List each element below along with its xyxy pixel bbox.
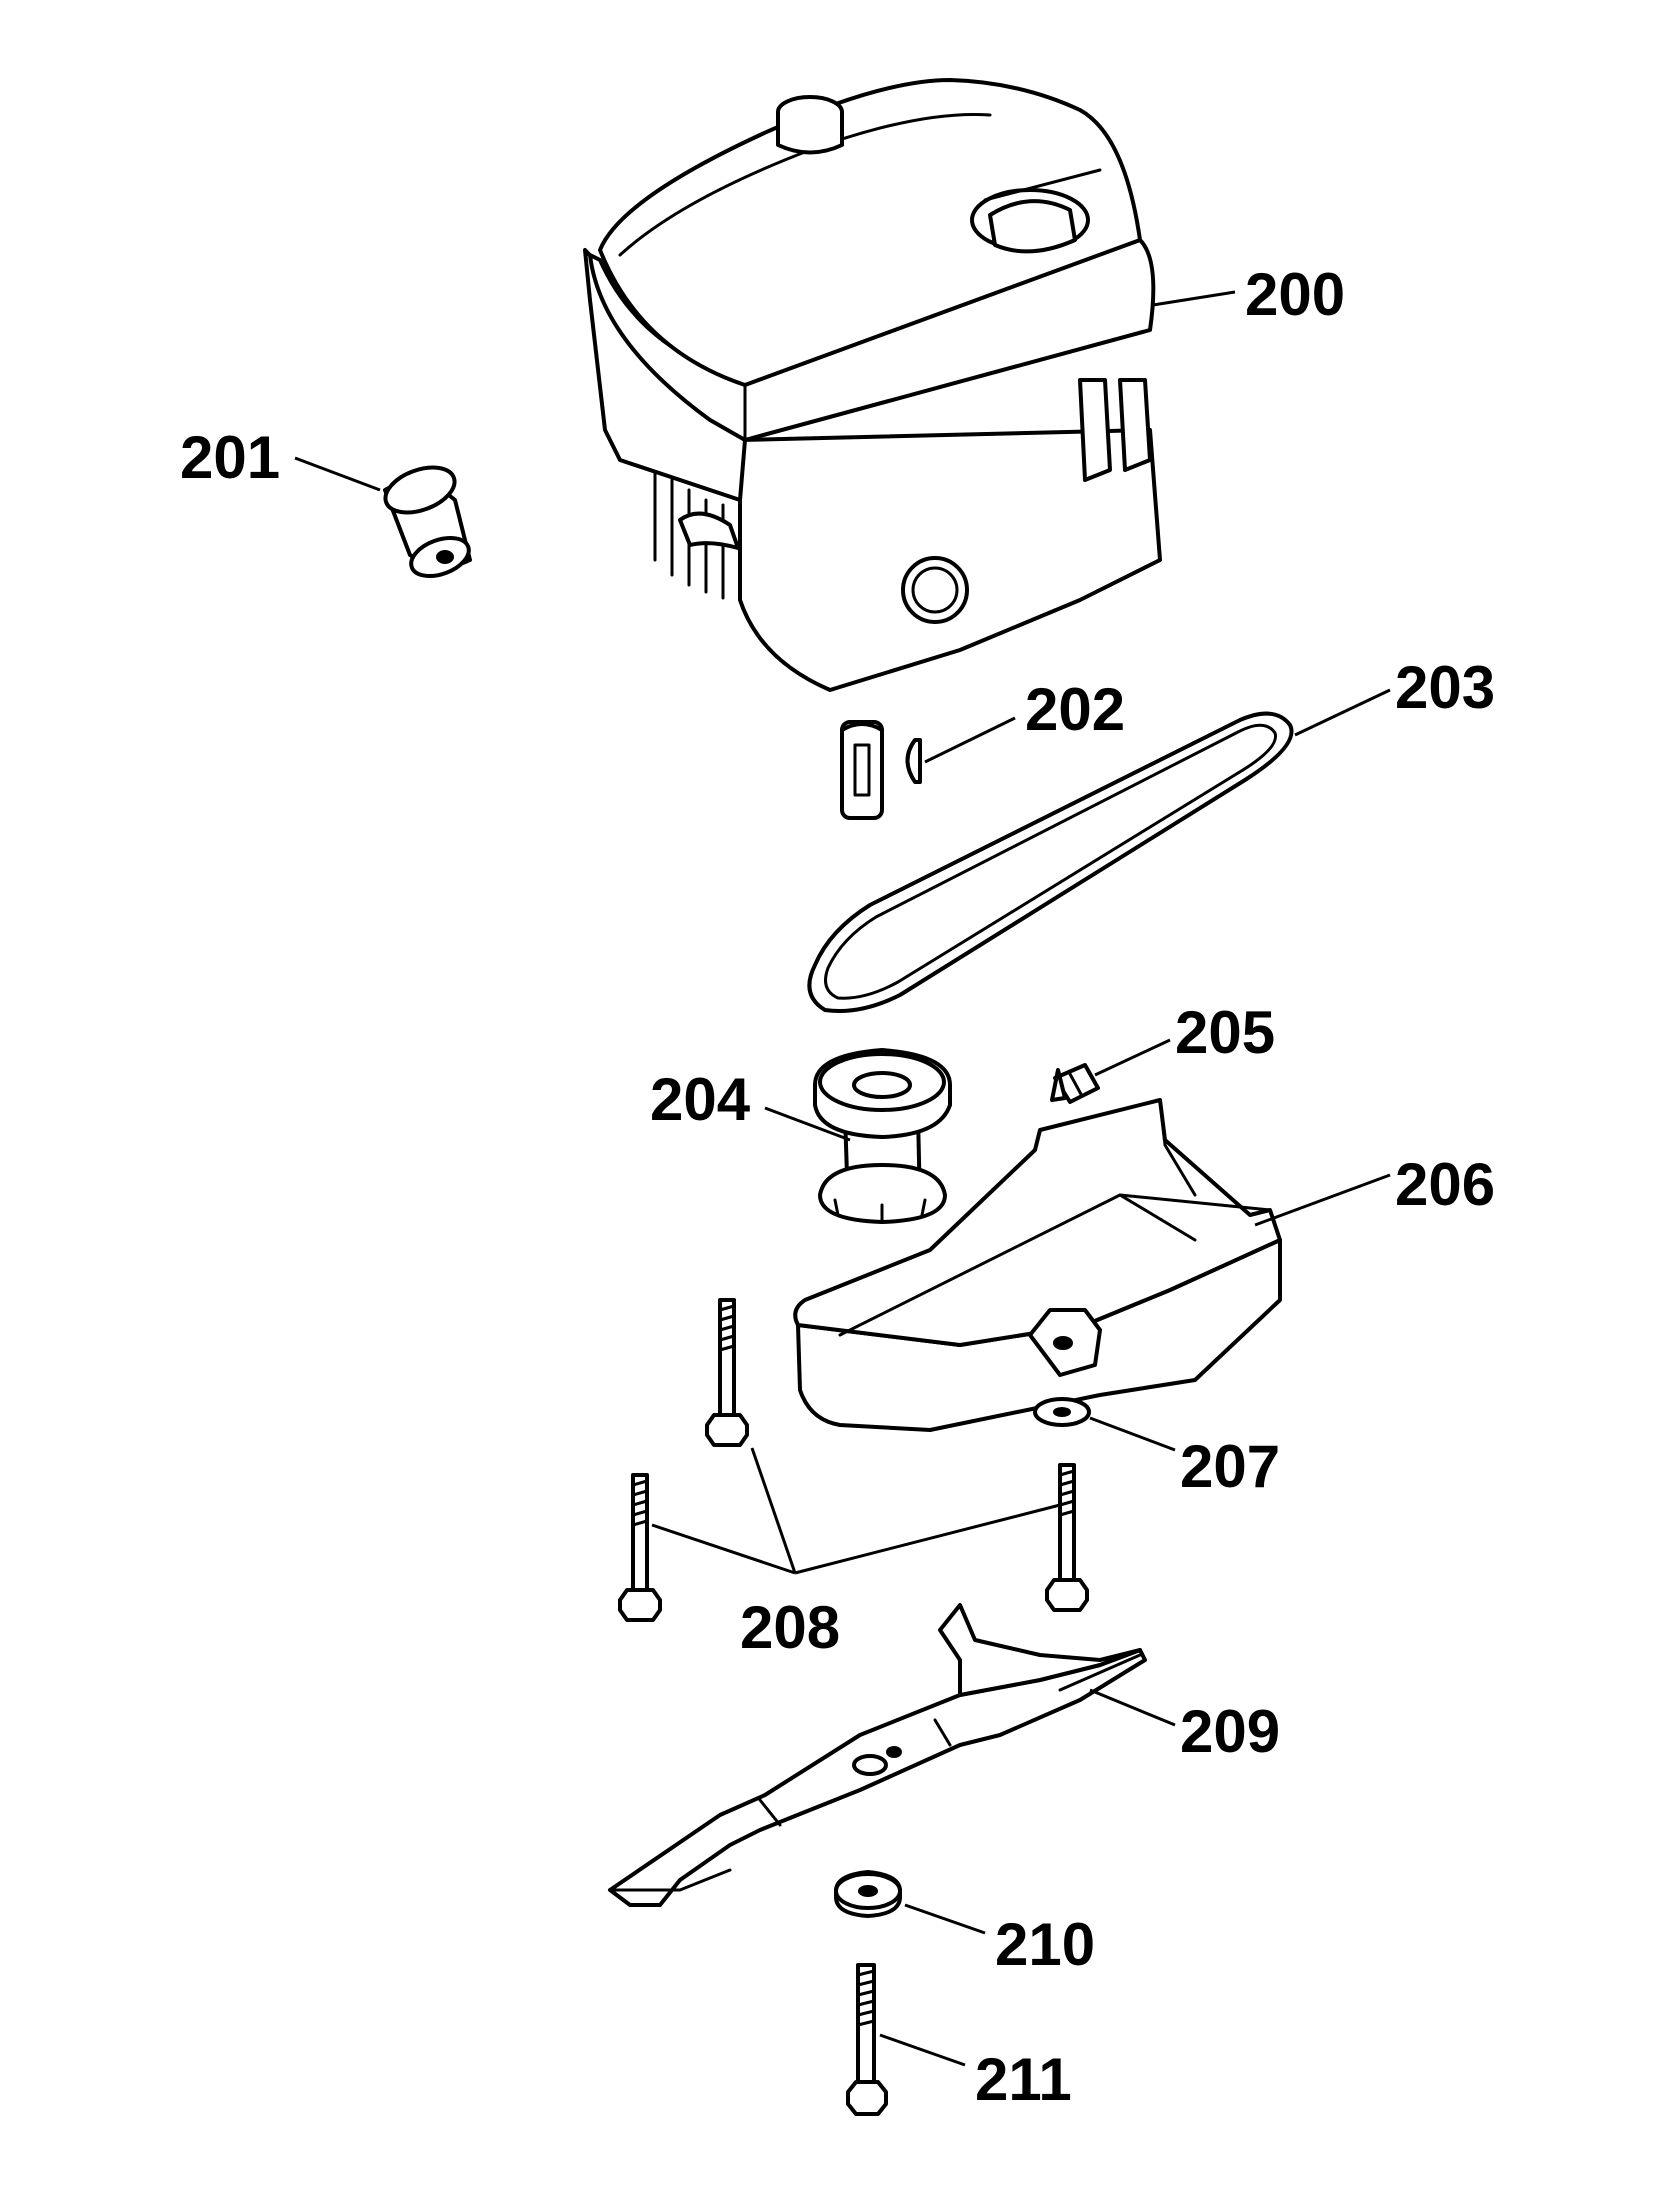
callout-206: 206 (1395, 1151, 1495, 1218)
callout-202: 202 (1025, 676, 1125, 743)
callout-210: 210 (995, 1911, 1095, 1978)
spacer-sleeve-part (383, 465, 472, 578)
leader-line-210 (904, 1903, 986, 1935)
callout-211: 211 (975, 2046, 1072, 2113)
engine-part (583, 78, 1162, 692)
leader-line-201 (294, 456, 381, 492)
belt-guard-part (793, 1098, 1282, 1432)
blade-bolt-part (846, 1963, 888, 2116)
leader-line-207 (1089, 1416, 1176, 1452)
callout-204: 204 (650, 1066, 751, 1133)
drive-belt-part (807, 711, 1294, 1013)
callout-209: 209 (1180, 1698, 1280, 1765)
leader-line-208 (651, 1447, 1061, 1575)
retaining-clip-part (1050, 1063, 1100, 1104)
small-washer-part (1033, 1397, 1091, 1427)
callout-203: 203 (1395, 654, 1495, 721)
callout-208: 208 (740, 1594, 840, 1661)
shaft-key-part (840, 720, 922, 820)
callout-200: 200 (1245, 261, 1345, 328)
callout-201: 201 (180, 424, 280, 491)
leader-line-202 (924, 716, 1016, 764)
guard-bolts-part (618, 1298, 1089, 1622)
cutting-blade-part (608, 1603, 1147, 1907)
leader-line-211 (879, 2033, 966, 2067)
callout-205: 205 (1175, 999, 1275, 1066)
blade-adapter-part (813, 1048, 952, 1224)
leader-line-205 (1094, 1038, 1171, 1077)
callout-207: 207 (1180, 1433, 1280, 1500)
leader-line-200 (1152, 290, 1236, 307)
leader-line-206 (1254, 1173, 1391, 1227)
leader-line-203 (1294, 688, 1391, 737)
leader-line-209 (1089, 1688, 1176, 1727)
blade-washer-part (834, 1870, 902, 1918)
leader-line-204 (764, 1106, 851, 1142)
